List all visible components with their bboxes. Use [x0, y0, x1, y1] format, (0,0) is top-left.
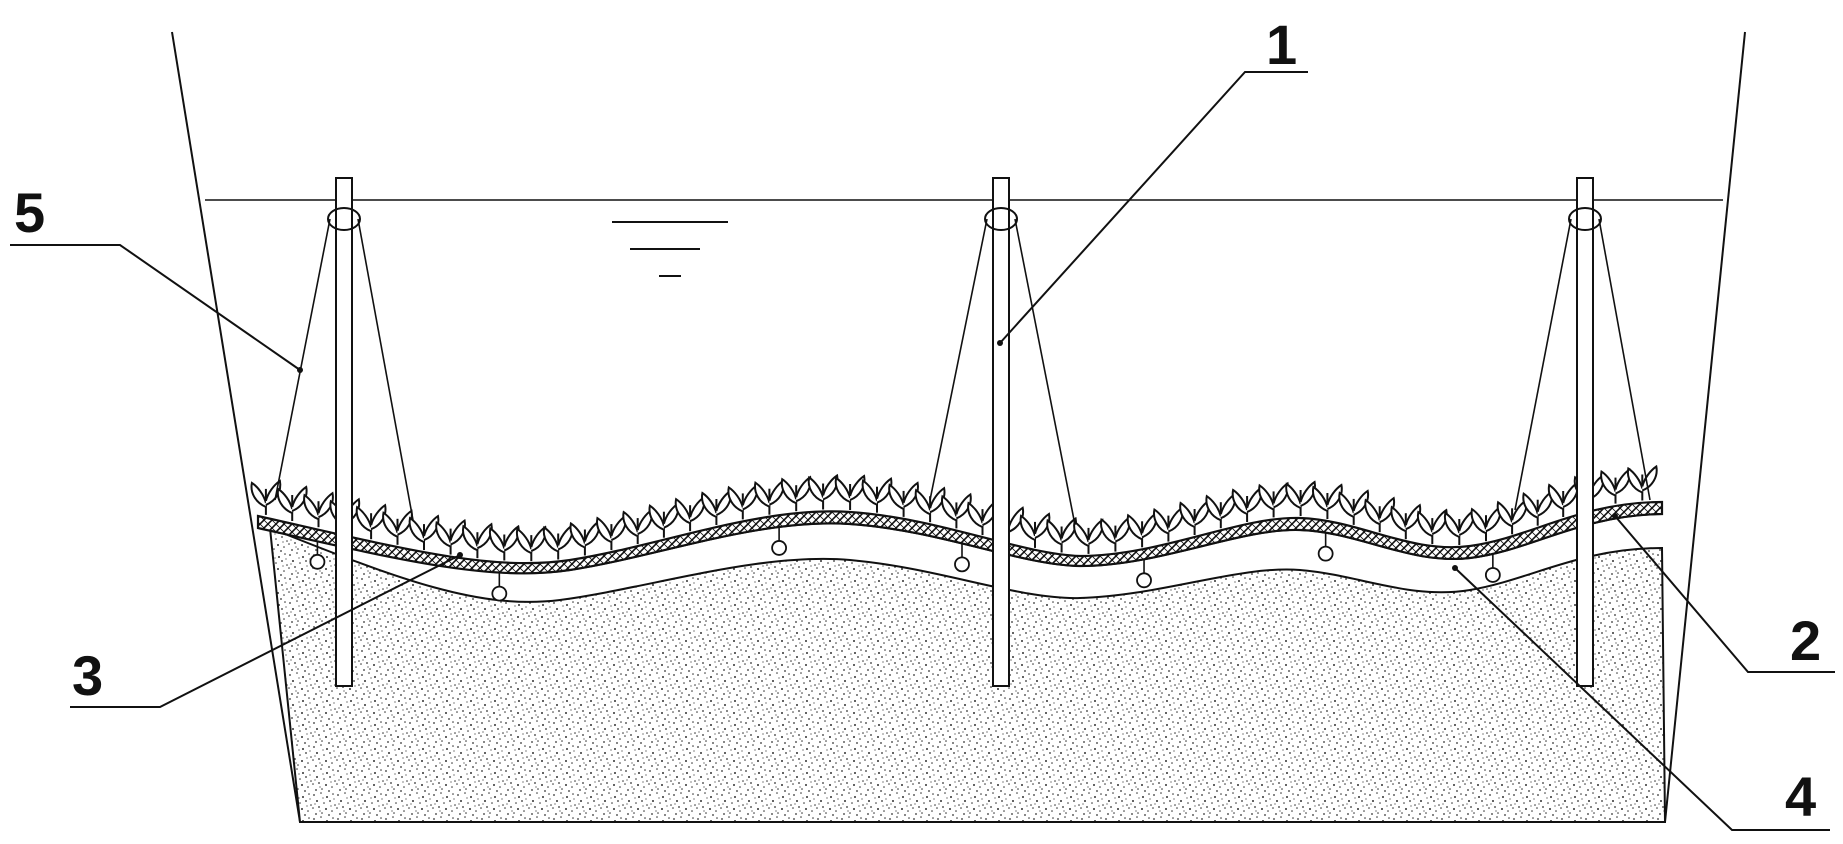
plant-seedling-icon — [1338, 489, 1370, 526]
pile-right — [1568, 177, 1602, 687]
anchor-weight-icon — [1136, 559, 1152, 589]
plant-seedling-icon — [1179, 500, 1210, 536]
plant-seedling-icon — [1100, 516, 1131, 553]
leader-1 — [999, 71, 1308, 344]
anchor-weights — [309, 526, 1501, 602]
callout-label-3: 3 — [72, 644, 103, 707]
plant-seedling-icon — [276, 486, 308, 522]
plant-seedling-icon — [1073, 518, 1104, 555]
plant-seedling-icon — [1364, 497, 1396, 534]
plant-seedling-icon — [488, 525, 520, 562]
plant-seedling-icon — [542, 524, 574, 561]
plant-seedling-icon — [622, 509, 654, 546]
plant-seedling-icon — [1522, 490, 1554, 527]
anchor-weight-icon — [771, 526, 788, 556]
plant-seedling-icon — [462, 523, 493, 560]
plant-seedling-icon — [1231, 487, 1263, 523]
plant-seedling-icon — [941, 493, 972, 530]
plant-seedling-icon — [1626, 465, 1658, 502]
plant-seedling-icon — [435, 519, 466, 556]
anchor-weight-icon — [491, 572, 508, 602]
plant-seedling-icon — [1470, 506, 1502, 543]
plant-seedling-icon — [1126, 512, 1158, 549]
plant-seedling-icon — [1390, 504, 1422, 541]
plant-seedling-icon — [382, 509, 413, 546]
plant-seedling-icon — [914, 487, 946, 524]
plant-seedling-icon — [1019, 512, 1051, 549]
plant-mat — [256, 500, 1664, 575]
plant-seedling-icon — [807, 474, 839, 511]
plant-seedling-icon — [1547, 482, 1579, 518]
plant-seedling-icon — [1046, 517, 1077, 554]
callout-label-1: 1 — [1266, 13, 1297, 76]
pile-left — [327, 177, 361, 687]
plant-seedling-icon — [861, 477, 893, 514]
plant-seedling-icon — [1205, 493, 1237, 530]
plant-seedling-icon — [727, 484, 759, 521]
plant-seedling-icon — [1312, 484, 1343, 520]
plant-seedling-icon — [1443, 510, 1475, 546]
channel-right-wall — [1664, 31, 1746, 823]
plant-seedling-icon — [569, 520, 601, 557]
anchor-weight-icon — [1317, 532, 1334, 562]
channel-left-wall — [171, 31, 301, 823]
plant-seedling-icon — [1600, 468, 1631, 505]
plant-seedling-icon — [1496, 499, 1528, 536]
guy-ropes — [274, 218, 1651, 526]
callout-label-5: 5 — [14, 181, 45, 244]
water-level-symbol — [612, 221, 728, 277]
plant-seedling-icon — [1153, 506, 1184, 543]
plant-seedling-icon — [780, 476, 812, 513]
leader-3 — [70, 554, 461, 708]
leader-5 — [10, 244, 301, 371]
plant-seedling-icon — [1285, 481, 1316, 517]
leader-2 — [1614, 515, 1835, 673]
plant-seedling-icon — [515, 526, 547, 563]
anchor-weight-icon — [309, 540, 326, 570]
sediment-bed — [268, 526, 1667, 823]
plant-seedling-icon — [408, 515, 440, 552]
plant-seedling-icon — [648, 502, 680, 539]
plant-seedling-icon — [1416, 509, 1448, 546]
callout-label-2: 2 — [1790, 609, 1821, 672]
callout-label-4: 4 — [1785, 765, 1816, 828]
plant-seedling-icon — [834, 475, 866, 511]
plant-seedling-icon — [674, 496, 706, 533]
pile-middle — [984, 177, 1018, 687]
plant-seedling-icon — [888, 481, 919, 518]
anchor-weight-icon — [1484, 553, 1501, 583]
anchor-weight-icon — [954, 543, 970, 573]
plant-seedling-icon — [596, 515, 627, 552]
plant-seedling-icon — [754, 479, 785, 516]
plant-seedling-icon — [701, 490, 732, 526]
plant-seedling-icon — [1258, 482, 1289, 519]
leader-lines — [10, 71, 1835, 831]
plant-seedling-icon — [355, 504, 387, 541]
plant-seedling-icon — [303, 492, 334, 529]
leader-4 — [1454, 567, 1830, 831]
